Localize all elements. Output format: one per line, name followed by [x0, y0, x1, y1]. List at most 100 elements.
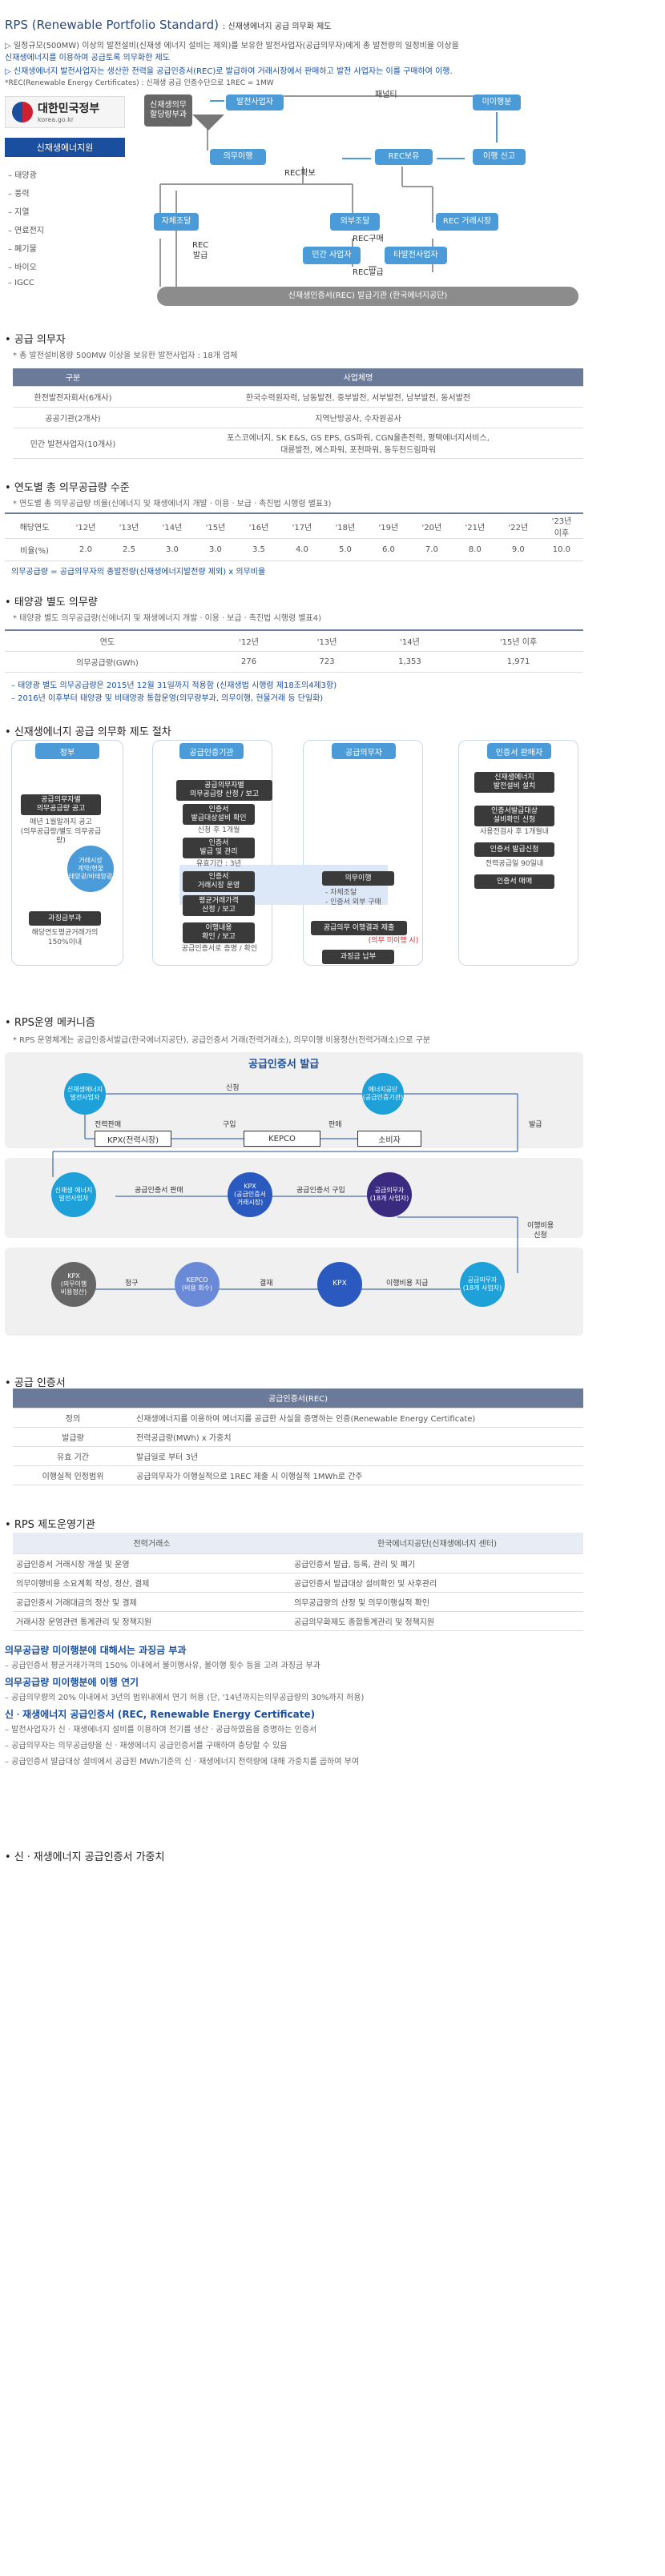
section-title: 공급 의무자 — [5, 331, 66, 346]
note-line: – 발전사업자가 신ㆍ재생에너지 설비를 이용하여 전기를 생산ㆍ공급하였음을 … — [5, 1726, 317, 1734]
penalty-box: 과징금부과 — [29, 911, 101, 926]
lane-header: 공급인증기관 — [179, 743, 244, 759]
note-line: – 공급의무자는 의무공급량을 신ㆍ재생에너지 공급인증서를 구매하여 충당할 … — [5, 1742, 288, 1750]
overview-arrows — [159, 95, 498, 287]
gov-logo[interactable]: 대한민국정부 korea.go.kr — [5, 96, 125, 128]
obligor-step: 과징금 납부 — [322, 950, 394, 964]
sidebar-item[interactable]: – 풍력 — [8, 190, 30, 199]
note-line: – 공급인증서 평균거래가격의 150% 이내에서 불이행사유, 불이행 횟수 … — [5, 1662, 320, 1670]
section-title: 신ㆍ재생에너지 공급인증서 가중치 — [5, 1848, 165, 1863]
gen-circle: 신재생에너지 발전사업자 — [64, 1073, 106, 1115]
penalty-label: 패널티 — [375, 90, 397, 99]
intro-line: *REC(Renewable Energy Certificates) : 신재… — [5, 79, 274, 87]
rec-issue-label: REC 발급 — [192, 241, 209, 260]
kpx-circle: KPX (공급인증서 거래시장) — [228, 1172, 272, 1217]
cert-step: 이행내용 확인 / 보고 — [183, 922, 255, 943]
sell-label: 판매 — [328, 1121, 342, 1129]
cert-step: 인증서 거래시장 운영 — [183, 871, 255, 892]
intro-line: 신재생에너지를 이용하여 공급토록 의무화한 제도 — [5, 54, 170, 62]
other-gen-box: 타발전사업자 — [385, 247, 447, 264]
section-title: RPS 제도운영기관 — [5, 1516, 95, 1531]
cert-step: 인증서 발급대상설비 확인 — [183, 804, 255, 825]
section-note: * 연도별 총 의무공급량 비율(신에너지 및 재생에너지 개발ㆍ이용ㆍ보급ㆍ촉… — [13, 500, 332, 508]
table-header: 공급인증서(REC) — [13, 1388, 583, 1409]
obligor-text: (의무 미이행 시) — [368, 937, 419, 945]
levy-box: 미이행분 — [473, 94, 521, 111]
seller-step: 신재생에너지 발전설비 설치 — [474, 772, 554, 793]
panel-trade — [5, 1158, 583, 1238]
sidebar-item[interactable]: – 연료전지 — [8, 227, 44, 235]
cert-text: 유효기간 : 3년 — [196, 860, 241, 868]
cost-pay-label: 이행비용 지급 — [386, 1280, 429, 1288]
sidebar-item[interactable]: – 지열 — [8, 208, 30, 217]
sell-rec-label: 공급인증서 판매 — [135, 1187, 183, 1195]
obligor-circle-2: 공급의무자 (18개 사업자) — [460, 1262, 505, 1307]
cost-apply-label: 이행비용 신청 — [527, 1222, 554, 1240]
rec-buy-label: REC구매 — [353, 235, 384, 243]
buy-label: 구입 — [223, 1121, 236, 1129]
cert-step: 공급의무자별 의무공급량 산정 / 보고 — [176, 780, 272, 801]
kpx-box: KPX(전력시장) — [95, 1131, 171, 1147]
rec-keep-box: REC보유 — [375, 149, 433, 165]
col-header: 사업체명 — [133, 368, 583, 387]
section-note: * 총 발전설비용량 500MW 이상을 보유한 발전사업자 : 18개 업체 — [13, 352, 238, 360]
logo-url: korea.go.kr — [38, 116, 75, 123]
sidebar-item[interactable]: – 바이오 — [8, 263, 37, 272]
logo-text: 대한민국정부 — [38, 102, 100, 115]
table-row: 민간 발전사업자(10개사)포스코에너지, SK E&S, GS EPS, GS… — [13, 428, 583, 459]
rec-issue-label2: REC발급 — [353, 268, 384, 277]
solar-note: – 2016년 이후부터 태양광 및 비태양광 통합운영(의무량부과, 의무이행… — [11, 694, 324, 703]
cert-text: 공급인증서로 증명 / 확인 — [181, 945, 258, 953]
gov-text: 매년 1월말까지 공고 (의무공급량/별도 의무공급량) — [20, 818, 102, 846]
note-line: – 공급의무량의 20% 이내에서 3년의 범위내에서 연기 허용 (단, '1… — [5, 1694, 365, 1702]
agency-circle: 에너지공단 (공급인증기관) — [362, 1073, 404, 1115]
intro-line: ▷ 신재생에너지 발전사업자는 생산한 전력을 공급인증서(REC)로 발급하여… — [5, 67, 453, 76]
section-title: 연도별 총 의무공급량 수준 — [5, 479, 130, 494]
perform-box: 이행 신고 — [473, 149, 526, 165]
col-header: 구분 — [13, 368, 133, 387]
ratio-table: 해당연도'12년'13년'14년'15년'16년'17년'18년'19년'20년… — [5, 512, 583, 561]
consumer-box: 소비자 — [357, 1131, 421, 1147]
sidebar-title: 신재생에너지원 — [5, 138, 125, 157]
kepco-circle: KEPCO (비용 회수) — [175, 1262, 220, 1307]
sidebar-item[interactable]: – IGCC — [8, 279, 34, 287]
table-row: 공공기관(2개사)지역난방공사, 수자원공사 — [13, 407, 583, 428]
page-title: RPS (Renewable Portfolio Standard) : 신재생… — [5, 18, 332, 32]
note-line: – 공급인증서 발급대상 설비에서 공급된 MWh기준의 신ㆍ재생에너지 전력량… — [5, 1758, 360, 1766]
market-circle: 거래시장 계약/현물 태양광/비태양광 — [67, 846, 114, 892]
lane-header: 인증서 판매자 — [487, 743, 551, 759]
kpx-settle-circle: KPX (의무이행 비용정산) — [51, 1262, 96, 1307]
seller-step: 인증서발급대상 설비확인 신청 — [474, 806, 554, 826]
claim-label: 청구 — [125, 1280, 139, 1288]
sidebar-item[interactable]: – 폐기물 — [8, 245, 37, 254]
gen-circle-2: 신재생 에너지 발전사업자 — [51, 1172, 96, 1217]
mechanism-diagram: 공급인증서 발급 신재생에너지 발전사업자 신청 에너지공단 (공급인증기관) … — [5, 1049, 583, 1337]
section-title: 신재생에너지 공급 의무화 제도 절차 — [5, 723, 171, 738]
mechanism-arrows — [52, 1093, 518, 1290]
obligor-text: - 자체조달 - 인증서 외부 구매 — [325, 889, 381, 906]
gen-biz-box: 발전사업자 — [226, 94, 284, 111]
procedure-diagram: 정부 공급인증기관 공급의무자 인증서 판매자 공급의무자별 의무공급량 공고 … — [5, 737, 583, 969]
note-line: 신ㆍ재생에너지 공급인증서 (REC, Renewable Energy Cer… — [5, 1709, 316, 1720]
note-line: 의무공급량 미이행분에 이행 연기 — [5, 1677, 139, 1688]
cert-step: 평균거래가격 산정 / 보고 — [183, 895, 255, 916]
obligor-circle: 공급의무자 (18개 사업자) — [367, 1172, 412, 1217]
obligation-box: 의무이행 — [210, 149, 266, 165]
rec-market-box: REC 거래시장 — [436, 213, 498, 231]
issuer-bar: 신재생인증서(REC) 발급기관 (한국에너지공단) — [157, 287, 578, 306]
formula-text: 의무공급량 = 공급의무자의 총발전량(신재생에너지발전량 제외) x 의무비율 — [11, 568, 266, 577]
cert-text: 신청 후 1개월 — [197, 826, 240, 834]
sale-label: 전력판매 — [95, 1121, 122, 1129]
cert-step: 인증서 발급 및 관리 — [183, 838, 255, 858]
sidebar-item[interactable]: – 태양광 — [8, 171, 37, 180]
self-box: 자체조달 — [154, 213, 199, 231]
